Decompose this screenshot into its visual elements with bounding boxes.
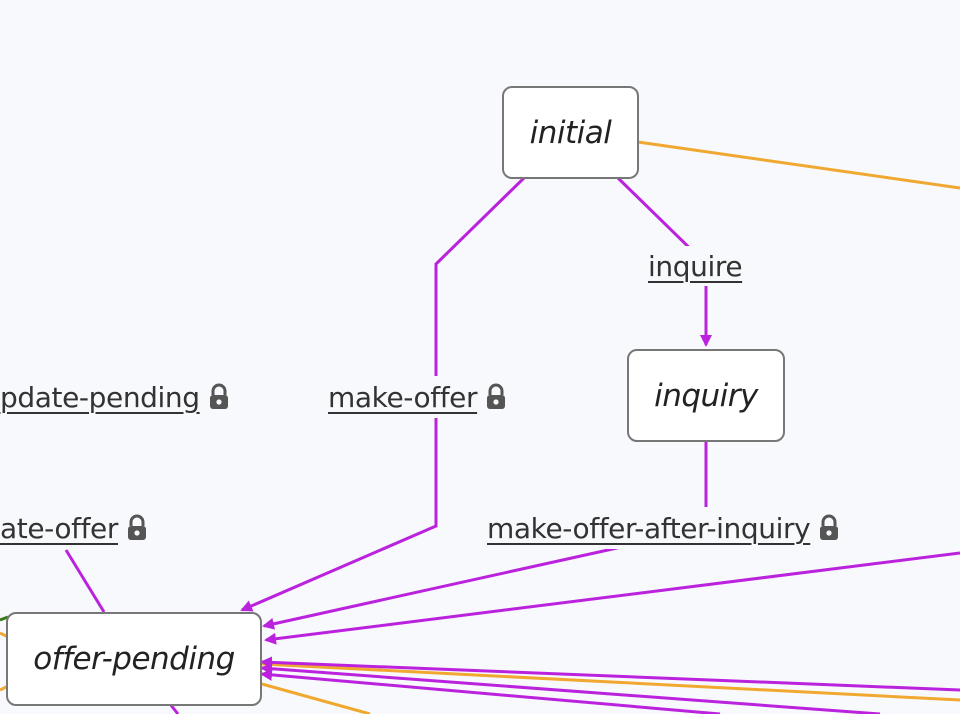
lock-icon bbox=[487, 383, 506, 409]
node-offer-pending-label: offer-pending bbox=[33, 641, 235, 677]
edge-label-make-offer-after-inquiry-text: make-offer-after-inquiry bbox=[487, 511, 811, 545]
edge-right-to-offer-pending-2 bbox=[260, 656, 960, 692]
node-initial-label: initial bbox=[529, 114, 612, 151]
edge-right-to-offer-pending-3 bbox=[260, 662, 881, 714]
edge-label-make-offer-text: make-offer bbox=[328, 380, 478, 414]
node-initial[interactable]: initial bbox=[502, 86, 639, 179]
node-inquiry[interactable]: inquiry bbox=[627, 349, 785, 442]
edge-label-update-offer-text: ate-offer bbox=[0, 511, 118, 545]
lock-icon bbox=[209, 383, 228, 409]
edge-offer-pending-right-orange-1 bbox=[261, 662, 960, 702]
edge-update-offer-to-offer-pending bbox=[64, 549, 106, 613]
edge-label-inquire-text: inquire bbox=[648, 249, 743, 283]
edge-right-to-offer-pending-4 bbox=[260, 668, 721, 714]
node-inquiry-label: inquiry bbox=[654, 377, 758, 414]
edge-label-update-pending-text: pdate-pending bbox=[0, 380, 200, 414]
edge-label-update-offer[interactable]: ate-offer bbox=[0, 507, 150, 549]
edge-label-inquire[interactable]: inquire bbox=[646, 246, 745, 286]
node-offer-pending[interactable]: offer-pending bbox=[6, 612, 262, 706]
lock-icon bbox=[820, 514, 839, 540]
edge-initial-to-right bbox=[637, 140, 960, 190]
lock-icon bbox=[127, 514, 146, 540]
edge-label-make-offer[interactable]: make-offer bbox=[326, 376, 510, 418]
edge-right-to-offer-pending-1 bbox=[264, 551, 960, 645]
edge-label-make-offer-after-inquiry[interactable]: make-offer-after-inquiry bbox=[485, 507, 843, 549]
edge-offer-pending-bottom-orange bbox=[261, 682, 371, 714]
edge-label-update-pending[interactable]: pdate-pending bbox=[0, 376, 232, 418]
